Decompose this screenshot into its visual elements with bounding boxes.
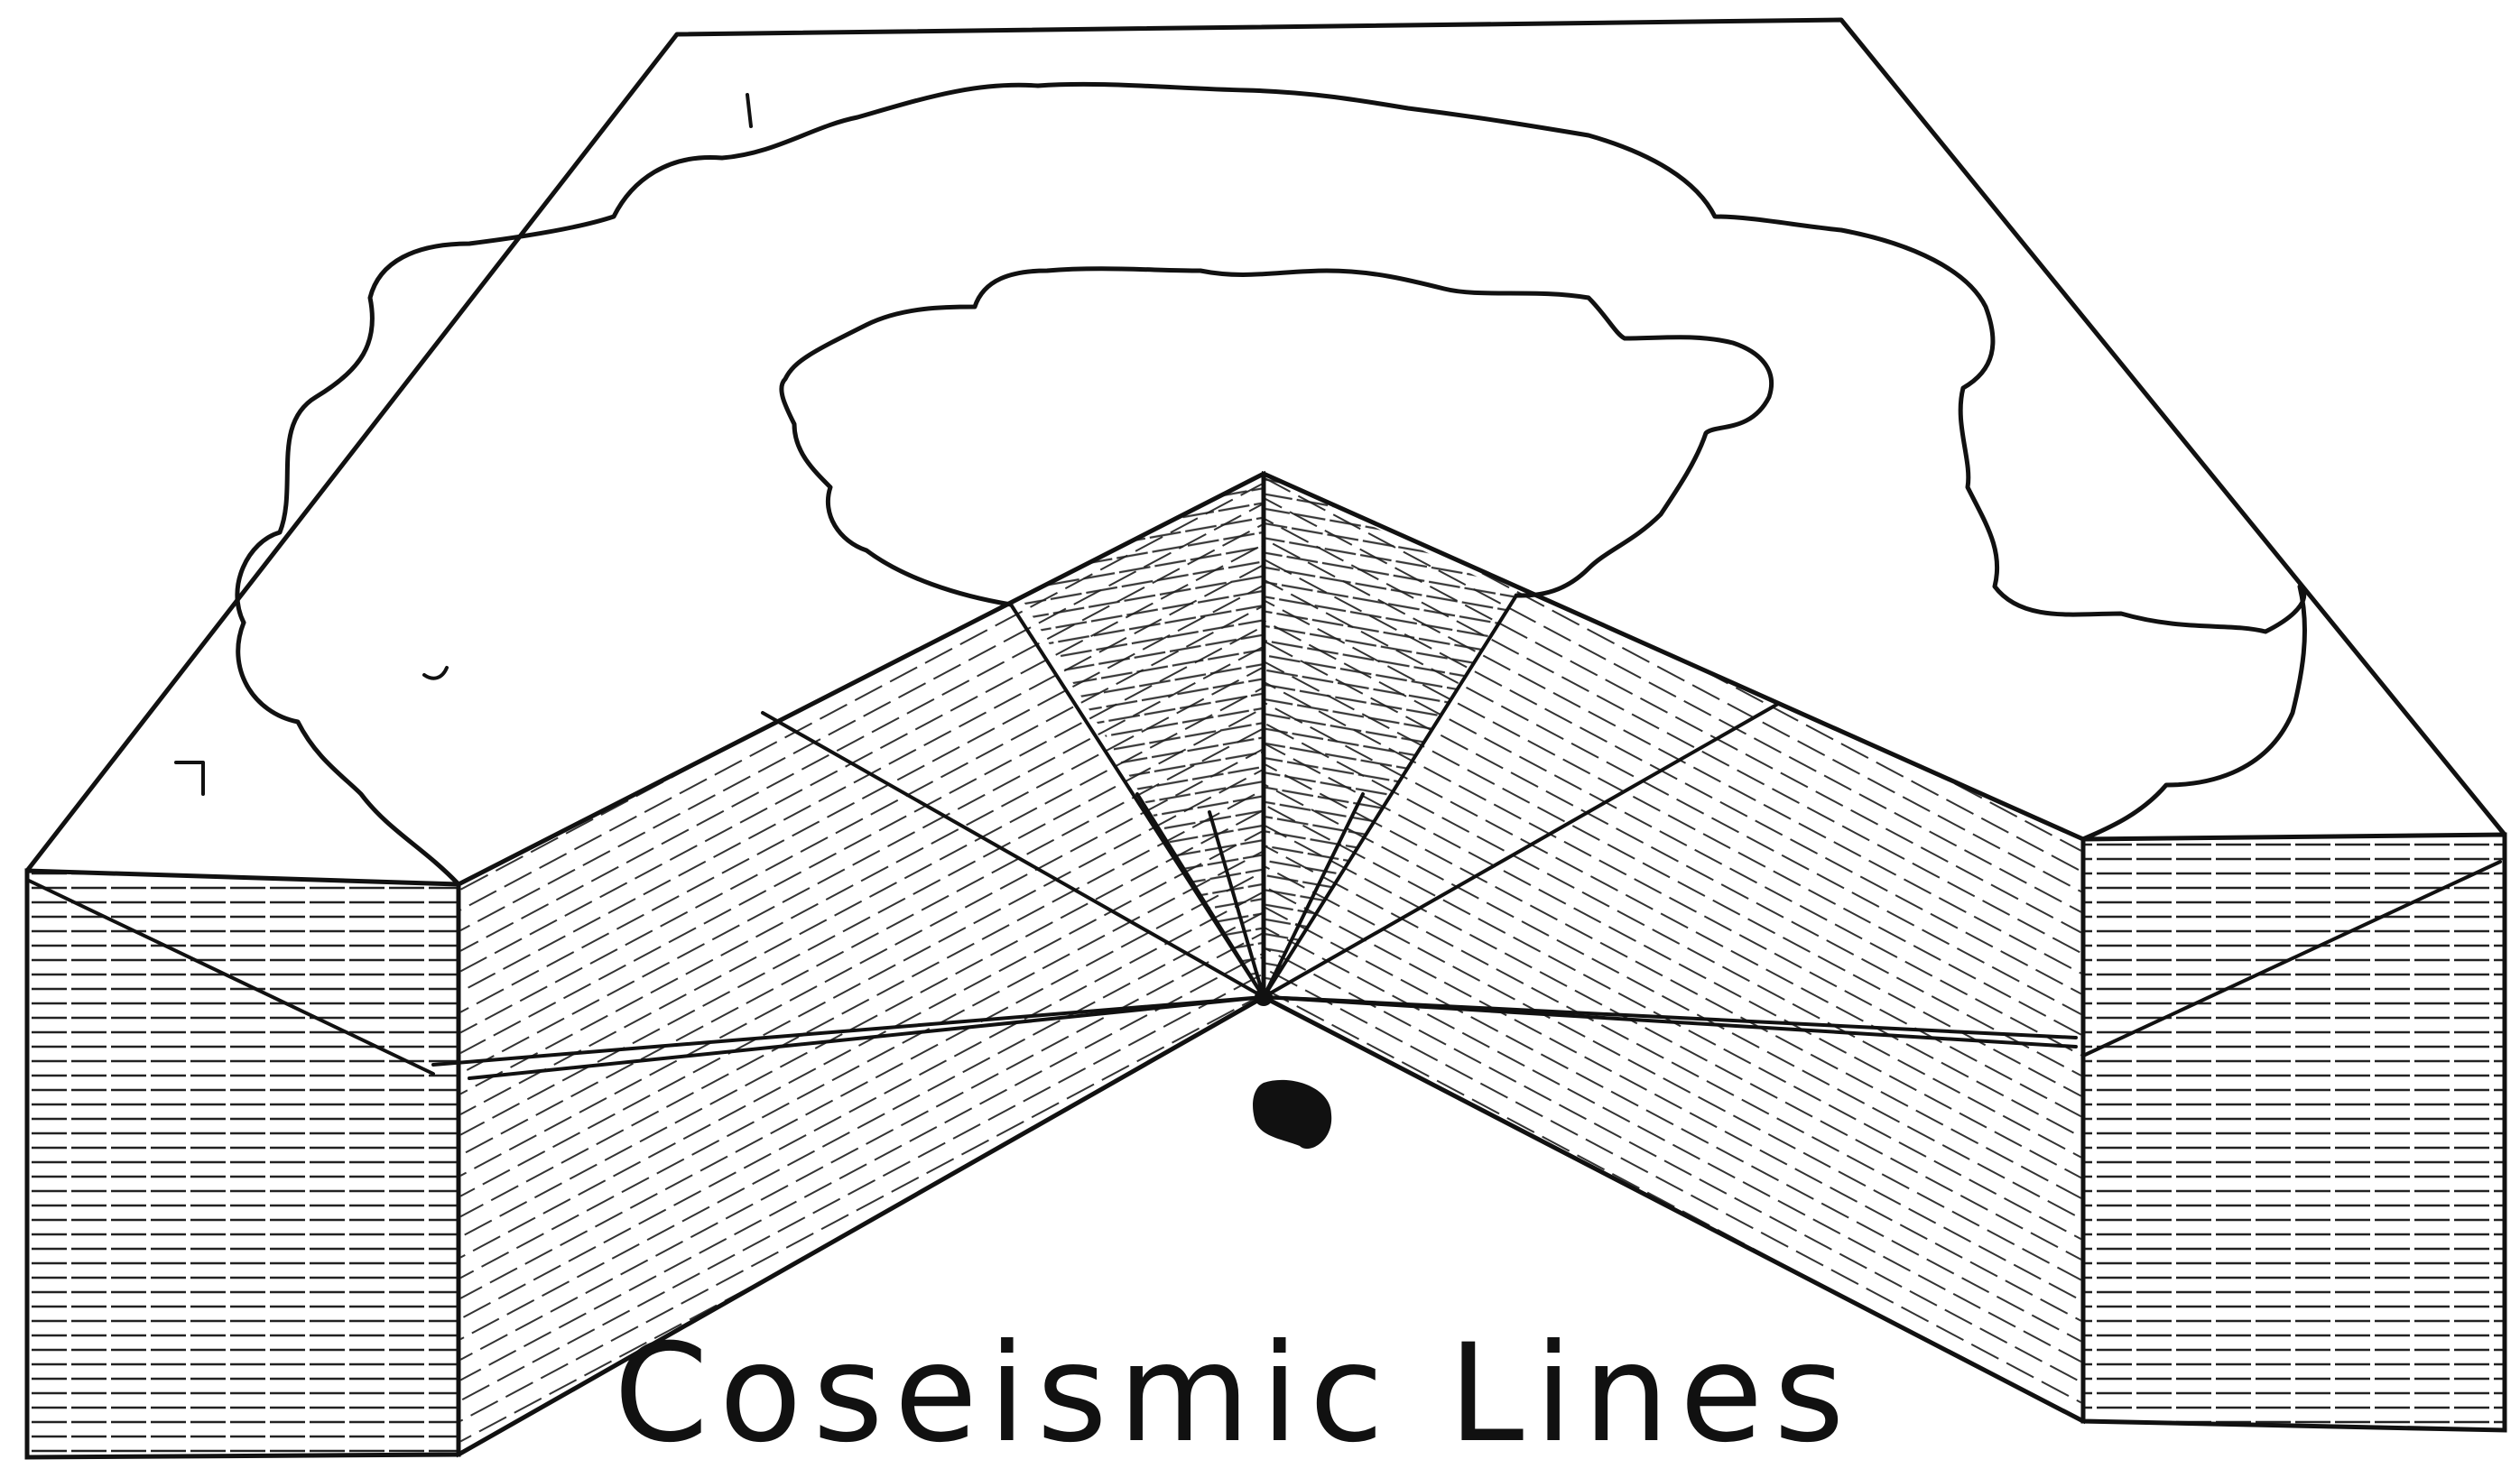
stray-mark-1	[747, 95, 751, 126]
left-block-face	[27, 871, 459, 1457]
outer-coseismic-line-left	[238, 623, 459, 884]
stray-mark-2	[424, 668, 447, 679]
epicenter-point	[1253, 1080, 1331, 1149]
right-block-face	[2083, 835, 2505, 1430]
focus-point	[1255, 988, 1273, 1006]
diagram-caption: Coseismic Lines	[614, 1326, 1855, 1462]
stray-mark-3	[176, 762, 203, 794]
